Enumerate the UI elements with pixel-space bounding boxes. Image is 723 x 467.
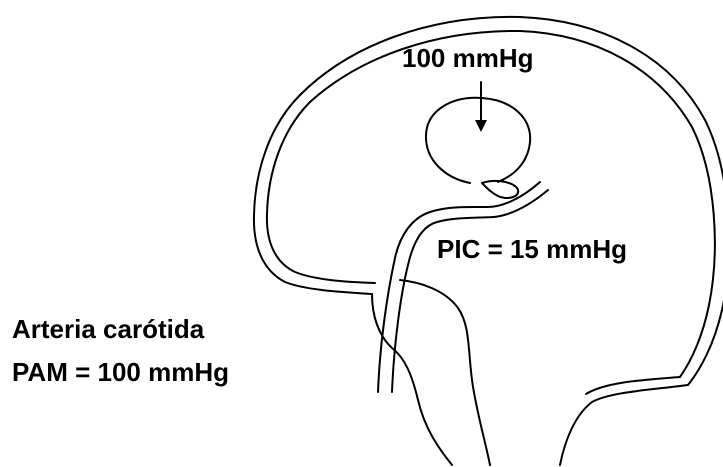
aneurysm-sac	[426, 98, 530, 183]
neck-tissue-outline	[400, 280, 490, 465]
brain-outline-outer	[254, 95, 372, 294]
pressure-arrow-head	[475, 120, 487, 132]
mean-arterial-pressure-label: PAM = 100 mmHg	[12, 359, 229, 385]
skull-outline-inner	[310, 31, 715, 377]
vessel-loop	[494, 190, 548, 217]
intracranial-pressure-label: PIC = 15 mmHg	[437, 236, 627, 262]
neck-back-outline	[560, 385, 688, 465]
aneurysm-neck	[482, 181, 518, 198]
aneurysm-pressure-label: 100 mmHg	[402, 45, 534, 71]
carotid-artery-label: Arteria carótida	[12, 316, 204, 342]
brain-outline-inner	[267, 102, 375, 283]
